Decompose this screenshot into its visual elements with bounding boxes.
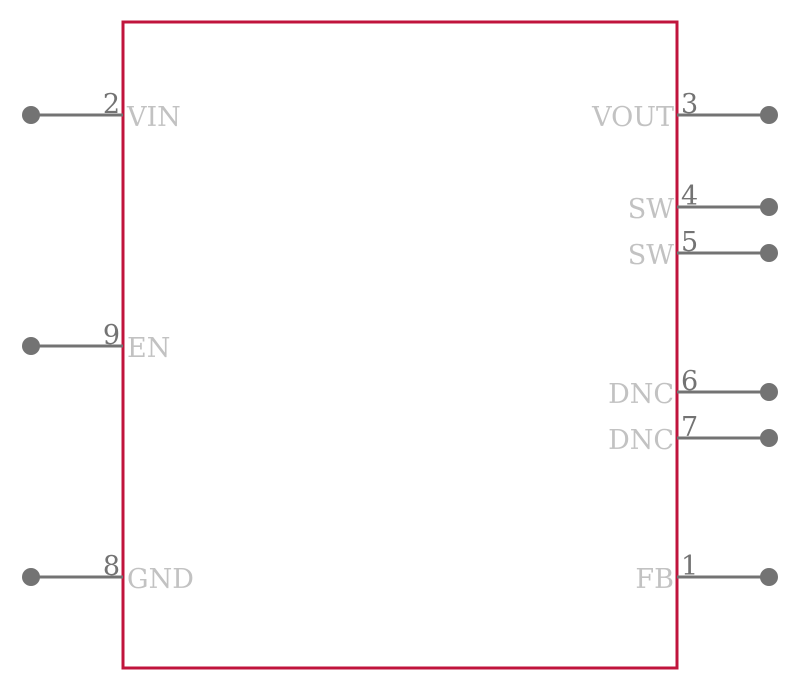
pin-fb-number: 1 — [681, 551, 698, 582]
pin-en-endpoint[interactable] — [22, 337, 40, 355]
pin-sw-5-number: 5 — [681, 227, 698, 258]
pin-sw-5-endpoint[interactable] — [760, 244, 778, 262]
pin-sw-5-name: SW — [628, 240, 674, 271]
pin-dnc-6-endpoint[interactable] — [760, 383, 778, 401]
pin-gnd[interactable]: 8 GND — [22, 551, 194, 595]
pin-en-name: EN — [127, 333, 170, 364]
pin-gnd-endpoint[interactable] — [22, 568, 40, 586]
pin-vin[interactable]: 2 VIN — [22, 89, 181, 133]
pin-en[interactable]: 9 EN — [22, 320, 170, 364]
pin-dnc-6-name: DNC — [608, 379, 674, 410]
pin-sw-4-number: 4 — [681, 181, 698, 212]
pin-sw-5[interactable]: 5 SW — [628, 227, 778, 271]
pin-dnc-6-number: 6 — [681, 366, 698, 397]
pin-sw-4-endpoint[interactable] — [760, 198, 778, 216]
pin-en-number: 9 — [103, 320, 120, 351]
pin-dnc-7-name: DNC — [608, 425, 674, 456]
pin-fb-name: FB — [635, 564, 674, 595]
pin-dnc-7[interactable]: 7 DNC — [608, 412, 778, 456]
pin-sw-4-name: SW — [628, 194, 674, 225]
pin-fb-endpoint[interactable] — [760, 568, 778, 586]
pin-fb[interactable]: 1 FB — [635, 551, 778, 595]
pin-vout[interactable]: 3 VOUT — [591, 89, 778, 133]
pin-vin-name: VIN — [126, 102, 181, 133]
pin-vout-endpoint[interactable] — [760, 106, 778, 124]
pin-sw-4[interactable]: 4 SW — [628, 181, 778, 225]
pin-dnc-7-endpoint[interactable] — [760, 429, 778, 447]
pin-vout-name: VOUT — [591, 102, 674, 133]
pin-gnd-name: GND — [127, 564, 194, 595]
pin-vout-number: 3 — [681, 89, 698, 120]
pin-vin-endpoint[interactable] — [22, 106, 40, 124]
pin-dnc-7-number: 7 — [681, 412, 698, 443]
pin-vin-number: 2 — [103, 89, 120, 120]
pin-gnd-number: 8 — [103, 551, 120, 582]
pin-dnc-6[interactable]: 6 DNC — [608, 366, 778, 410]
